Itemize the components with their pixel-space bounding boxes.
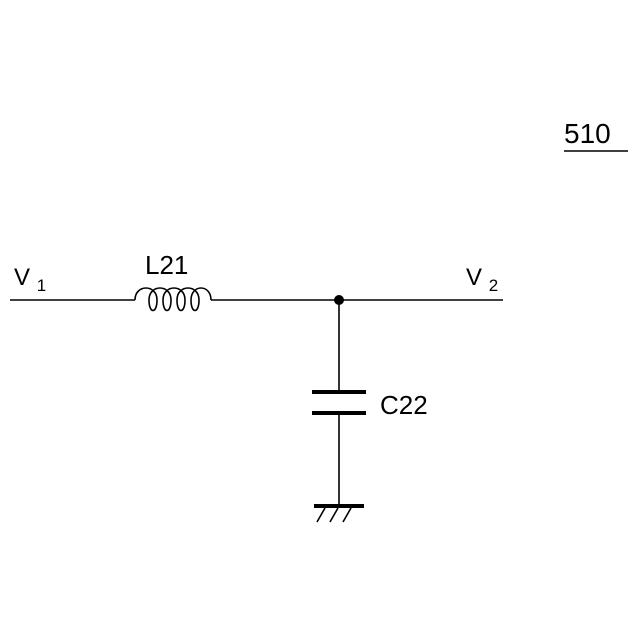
output-node-label: V 2: [466, 264, 498, 295]
output-node-symbol: V: [466, 264, 482, 291]
input-node-subscript: 1: [37, 276, 46, 295]
input-node-symbol: V: [14, 264, 30, 291]
figure-ref-label: 510: [564, 118, 611, 149]
capacitor-label: C22: [380, 390, 428, 420]
inductor-symbol: [135, 288, 211, 311]
output-node-subscript: 2: [489, 276, 498, 295]
ground-icon: [314, 506, 364, 522]
input-node-label: V 1: [14, 264, 46, 295]
inductor-label: L21: [145, 250, 188, 280]
capacitor-symbol: [312, 392, 366, 413]
